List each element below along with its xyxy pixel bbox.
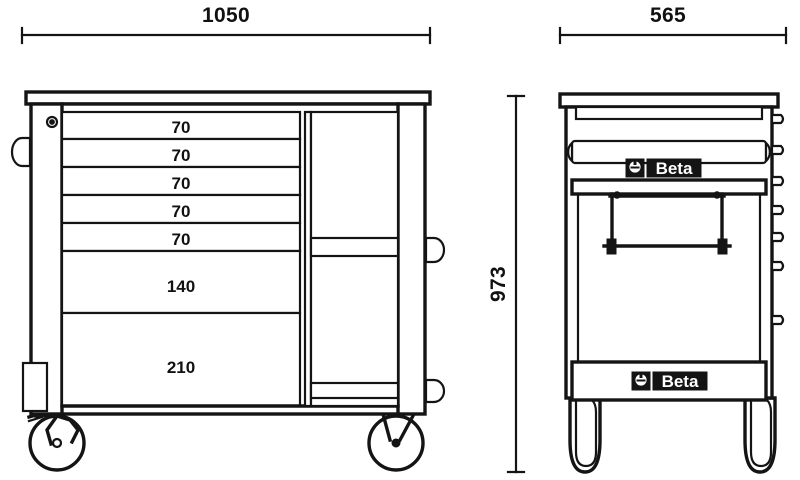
beta-logo-text-plate-lower [652,371,708,391]
compartment-middle-shelf [309,236,400,258]
front-left-foot-bracket [21,361,49,413]
side-caster-left [568,396,602,474]
caster-fork-right-b [397,411,417,443]
side-handle-cap-right [764,140,771,164]
beta-logo-mark-upper-bar [630,166,640,169]
side-drawer-tab-6[interactable] [770,260,785,272]
paper-holder-pivot-right [713,191,721,199]
dimension-height-label: 973 [487,266,510,302]
side-drawer-tab-7[interactable] [770,314,785,326]
drawer-label-3: 70 [172,174,191,193]
dimension-depth-565: 565 [558,4,788,45]
side-drawer-tab-4[interactable] [770,204,785,216]
drawer-front-3[interactable] [60,165,302,197]
drawer-label-6: 140 [167,277,195,296]
side-drawer-tab-2[interactable] [770,144,785,156]
caster-fork-right-a [380,411,393,443]
front-elevation-view: 70 70 70 70 70 140 210 [10,90,446,472]
side-elevation-view: Beta [558,92,785,474]
compartment-bottom-shelf [309,381,400,400]
side-logo-lower: Beta [631,371,708,391]
caster-hub-right [391,438,401,448]
drawer-front-4[interactable] [60,193,302,225]
compartment-opening[interactable] [309,110,400,408]
drawer-label-5: 70 [172,230,191,249]
drawer-front-7[interactable] [60,311,302,408]
beta-logo-label-upper: Beta [656,159,693,178]
side-top-lip [574,105,764,121]
paper-holder-end-right [717,238,728,255]
front-side-handle-left[interactable] [10,136,32,168]
side-logo-upper: Beta [625,158,702,178]
beta-logo-text-plate-upper [646,158,702,178]
drawer-label-2: 70 [172,146,191,165]
side-caster-right [743,396,777,474]
drawer-label-4: 70 [172,202,191,221]
dimension-width-label: 1050 [202,4,250,27]
side-drawer-tab-1[interactable] [770,113,785,125]
drawer-front-1[interactable] [60,110,302,141]
beta-logo-mark-upper-stem [633,160,637,165]
side-handle-cap-left [567,140,574,164]
front-side-handle-right-lower[interactable] [424,378,446,404]
front-caster-right [367,411,425,472]
drawer-front-6[interactable] [60,249,302,315]
side-paper-roll-holder[interactable] [602,191,732,255]
drawer-front-5[interactable] [60,221,302,253]
caster-hub-left [51,437,63,449]
paper-holder-pivot-left [613,191,621,199]
beta-logo-mark-lower-bar [636,379,646,382]
dimension-height-973: 973 [487,94,526,474]
beta-logo-mark-lower-stem [639,373,643,378]
dimension-depth-label: 565 [650,4,686,27]
lock-cylinder-core [49,119,55,125]
side-mid-shelf [570,178,768,196]
drawer-label-7: 210 [167,358,195,377]
paper-holder-end-left [606,238,617,255]
drawer-label-1: 70 [172,118,191,137]
beta-logo-label-lower: Beta [662,372,699,391]
side-drawer-tab-5[interactable] [770,231,785,243]
side-drawer-tab-3[interactable] [770,175,785,187]
side-caster-left-wheel [574,398,598,468]
caster-fork-left [45,413,60,447]
front-side-compartment [303,110,400,408]
drawer-front-2[interactable] [60,137,302,169]
side-drawer-tabs [770,113,785,326]
front-drawer-stack: 70 70 70 70 70 140 210 [60,110,302,408]
front-side-handle-right[interactable] [424,236,446,264]
dimension-width-1050: 1050 [20,4,432,45]
side-caster-right-wheel [749,398,773,468]
front-worktop [24,90,432,106]
side-worktop [558,92,780,109]
caster-brake-pad-left [27,415,44,423]
